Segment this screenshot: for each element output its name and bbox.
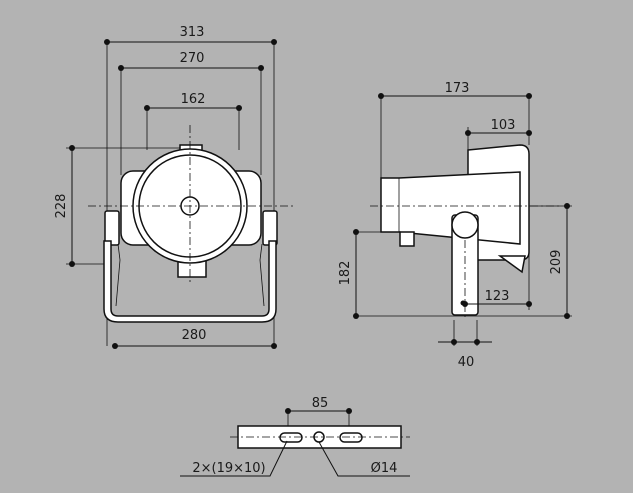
cable-gland [399, 231, 415, 247]
side-view: 173 103 182 209 123 40 [338, 81, 572, 370]
front-view: 313 270 162 228 280 [54, 25, 296, 349]
dim-body-width: 270 [180, 51, 205, 66]
slot-left [279, 432, 303, 443]
arm-pivot [451, 211, 479, 239]
dim-mount-height: 182 [338, 261, 353, 286]
u-bracket [103, 240, 277, 323]
support-wedge [497, 255, 526, 274]
left-knob [104, 210, 120, 246]
dim-height: 228 [54, 194, 69, 219]
dim-rear-depth: 103 [491, 118, 516, 133]
dim-slot-spacing: 85 [312, 396, 329, 411]
label-slots: 2×(19×10) [192, 461, 265, 476]
dim-bracket-width: 280 [182, 328, 207, 343]
label-hole: Ø14 [371, 461, 398, 476]
dim-lens-width: 162 [181, 92, 206, 107]
slot-right [339, 432, 363, 443]
dim-total-height: 209 [549, 250, 564, 275]
dim-arm-length: 123 [485, 289, 510, 304]
dim-depth: 173 [445, 81, 470, 96]
bracket-detail: 85 2×(19×10) Ø14 [180, 396, 410, 477]
dim-arm-width: 40 [458, 355, 475, 370]
right-knob [262, 210, 278, 246]
dim-overall-width: 313 [180, 25, 205, 40]
